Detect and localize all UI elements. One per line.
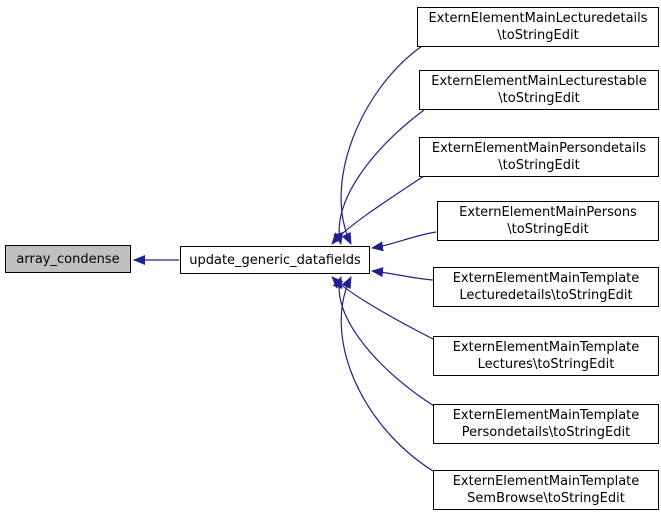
node-label-line: ExternElementMainLecturestable: [431, 74, 647, 89]
node-label-line: \toStringEdit: [498, 158, 580, 173]
edge-extern-element-main-persondetails-to-update-generic-datafields: [331, 175, 425, 245]
node-label-line: Persondetails\toStringEdit: [461, 425, 631, 440]
node-label-line: ExternElementMainPersons: [459, 205, 637, 220]
edge-extern-element-main-persons-to-update-generic-datafields: [371, 231, 437, 252]
node-extern-element-main-persons[interactable]: ExternElementMainPersons \toStringEdit: [437, 201, 659, 241]
edge-extern-element-main-template-sembrowse-to-update-generic-datafields: [340, 276, 434, 472]
node-label-line: ExternElementMainTemplate: [452, 340, 640, 355]
node-label-line: ExternElementMainPersondetails: [431, 141, 647, 156]
node-extern-element-main-persondetails[interactable]: ExternElementMainPersondetails \toStringE…: [419, 137, 659, 177]
node-array-condense[interactable]: array_condense: [5, 245, 131, 273]
node-extern-element-main-lecturedetails[interactable]: ExternElementMainLecturedetails \toString…: [417, 7, 659, 47]
node-extern-element-main-lecturestable[interactable]: ExternElementMainLecturestable \toStringE…: [419, 70, 659, 110]
node-label-line: update_generic_datafields: [189, 252, 361, 268]
node-label-line: ExternElementMainTemplate: [452, 271, 640, 286]
node-label-line: Lectures\toStringEdit: [477, 357, 615, 372]
node-label-line: \toStringEdit: [497, 28, 579, 43]
node-label-line: array_condense: [16, 251, 120, 267]
node-label-line: \toStringEdit: [507, 222, 589, 237]
edge-extern-element-main-template-lecturedetails-to-update-generic-datafields: [371, 267, 434, 281]
node-label-line: Lecturedetails\toStringEdit: [459, 288, 633, 303]
node-label-line: ExternElementMainLecturedetails: [428, 11, 648, 26]
node-label-line: SemBrowse\toStringEdit: [467, 491, 625, 506]
node-label-line: ExternElementMainTemplate: [452, 474, 640, 489]
node-update-generic-datafields[interactable]: update_generic_datafields: [180, 246, 370, 274]
node-label-line: ExternElementMainTemplate: [452, 408, 640, 423]
edge-extern-element-main-lecturedetails-to-update-generic-datafields: [340, 45, 423, 245]
node-label-line: \toStringEdit: [498, 91, 580, 106]
edge-extern-element-main-lecturestable-to-update-generic-datafields: [333, 109, 425, 245]
edge-extern-element-main-template-persondetails-to-update-generic-datafields: [332, 276, 435, 407]
